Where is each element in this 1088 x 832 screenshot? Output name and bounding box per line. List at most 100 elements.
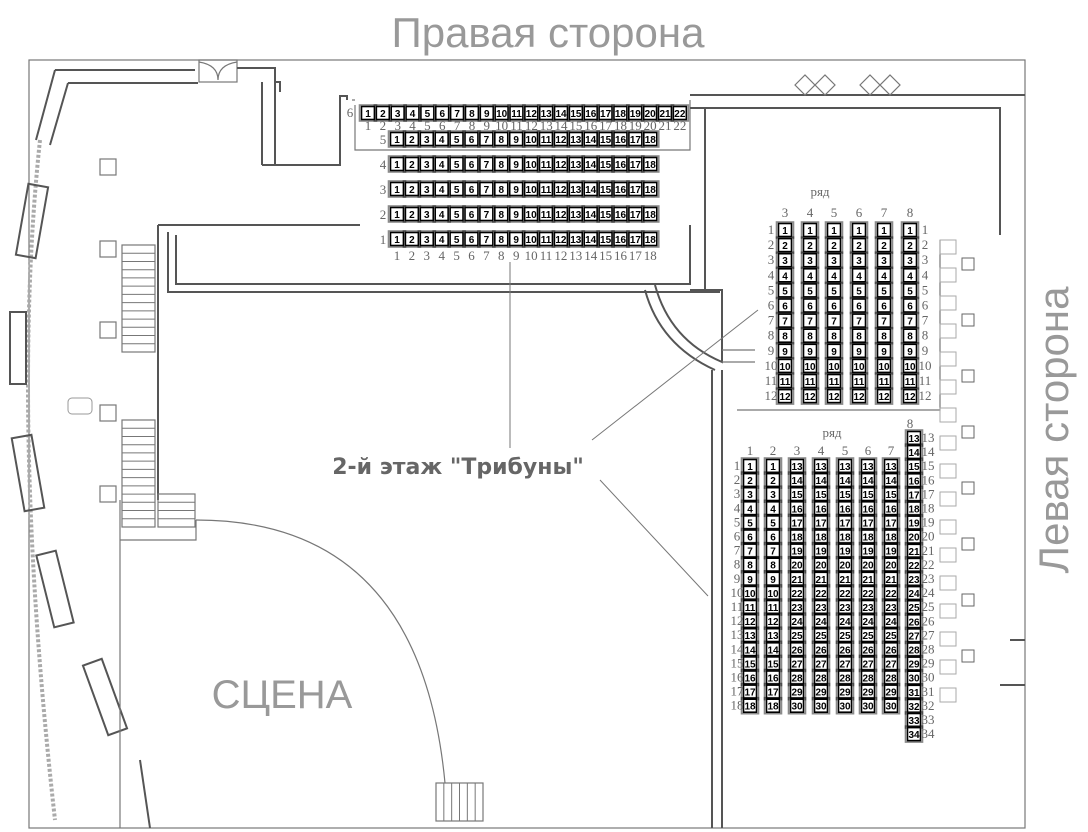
seat[interactable]: 10 (849, 357, 869, 375)
seat[interactable]: 2 (402, 180, 422, 198)
seat[interactable]: 13 (566, 130, 586, 148)
seat[interactable]: 16 (611, 230, 630, 248)
seat[interactable]: 20 (787, 555, 807, 574)
seat[interactable]: 17 (626, 230, 645, 248)
seat[interactable]: 17 (626, 130, 645, 148)
seat[interactable]: 20 (881, 555, 901, 574)
seat[interactable]: 32 (904, 697, 924, 715)
seat[interactable]: 12 (551, 180, 571, 198)
seat[interactable]: 18 (835, 527, 855, 546)
seat[interactable]: 13 (881, 457, 901, 475)
seat[interactable]: 27 (858, 654, 878, 673)
seat[interactable]: 3 (824, 251, 844, 269)
seat[interactable]: 9 (763, 569, 783, 588)
seat[interactable]: 5 (874, 281, 894, 300)
seat[interactable]: 4 (800, 266, 820, 285)
seat[interactable]: 4 (432, 230, 452, 248)
seat[interactable]: 6 (462, 180, 481, 198)
seat[interactable]: 6 (874, 296, 894, 315)
seat[interactable]: 14 (551, 104, 571, 122)
seat[interactable]: 4 (432, 155, 452, 173)
seat[interactable]: 7 (477, 205, 496, 223)
seat[interactable]: 21 (881, 569, 901, 588)
seat[interactable]: 1 (775, 221, 795, 239)
seat[interactable]: 17 (811, 513, 831, 532)
seat[interactable]: 15 (763, 654, 783, 673)
seat[interactable]: 2 (402, 130, 422, 148)
seat[interactable]: 6 (763, 527, 783, 546)
seat[interactable]: 26 (811, 640, 831, 659)
seat[interactable]: 9 (775, 341, 795, 360)
seat[interactable]: 16 (763, 668, 783, 687)
seat[interactable]: 5 (740, 513, 760, 532)
seat[interactable]: 14 (581, 205, 601, 223)
seat[interactable]: 9 (849, 341, 869, 360)
seat[interactable]: 13 (536, 104, 556, 122)
seat[interactable]: 3 (900, 251, 920, 269)
seat[interactable]: 11 (536, 205, 556, 223)
seat[interactable]: 6 (462, 205, 481, 223)
seat[interactable]: 9 (824, 341, 844, 360)
seat[interactable]: 11 (824, 372, 844, 390)
seat[interactable]: 30 (881, 696, 901, 715)
seat[interactable]: 8 (740, 555, 760, 574)
seat[interactable]: 18 (763, 696, 783, 715)
seat[interactable]: 14 (763, 640, 783, 659)
seat[interactable]: 6 (824, 296, 844, 315)
seat[interactable]: 2 (402, 230, 422, 248)
seat[interactable]: 30 (904, 668, 924, 687)
seat[interactable]: 27 (811, 654, 831, 673)
seat[interactable]: 5 (849, 281, 869, 300)
seat[interactable]: 11 (507, 104, 526, 122)
seat[interactable]: 16 (811, 499, 831, 518)
seat[interactable]: 24 (787, 612, 807, 630)
seat[interactable]: 12 (775, 387, 795, 405)
seat[interactable]: 1 (387, 155, 407, 173)
seat[interactable]: 23 (835, 598, 855, 616)
seat[interactable]: 17 (740, 682, 760, 701)
seat[interactable]: 7 (824, 311, 844, 330)
seat[interactable]: 29 (787, 682, 807, 701)
seat[interactable]: 27 (904, 626, 924, 645)
seat[interactable]: 29 (835, 682, 855, 701)
seat[interactable]: 28 (858, 668, 878, 687)
seat[interactable]: 3 (775, 251, 795, 269)
seat[interactable]: 24 (904, 584, 924, 602)
seat[interactable]: 1 (358, 104, 378, 122)
seat[interactable]: 14 (881, 471, 901, 489)
seat[interactable]: 29 (904, 654, 924, 673)
seat[interactable]: 6 (900, 296, 920, 315)
seat[interactable]: 2 (849, 236, 869, 254)
seat[interactable]: 9 (740, 569, 760, 588)
seat[interactable]: 5 (775, 281, 795, 300)
seat[interactable]: 28 (787, 668, 807, 687)
seat[interactable]: 3 (874, 251, 894, 269)
seat[interactable]: 12 (874, 387, 894, 405)
seat[interactable]: 18 (640, 155, 660, 173)
seat[interactable]: 8 (900, 326, 920, 345)
seat[interactable]: 9 (506, 230, 526, 248)
seat[interactable]: 13 (763, 626, 783, 645)
seat[interactable]: 15 (596, 230, 615, 248)
seat[interactable]: 4 (900, 266, 920, 285)
seat[interactable]: 1 (849, 221, 869, 239)
seat[interactable]: 3 (417, 205, 437, 223)
seat[interactable]: 4 (432, 130, 452, 148)
seat[interactable]: 24 (881, 612, 901, 630)
seat[interactable]: 10 (900, 357, 920, 375)
seat[interactable]: 28 (904, 640, 924, 659)
seat[interactable]: 9 (800, 341, 820, 360)
seat[interactable]: 12 (740, 612, 760, 630)
seat[interactable]: 12 (824, 387, 844, 405)
seat[interactable]: 21 (858, 569, 878, 588)
seat[interactable]: 14 (581, 230, 601, 248)
seat[interactable]: 8 (775, 326, 795, 345)
seat[interactable]: 17 (763, 682, 783, 701)
seat[interactable]: 11 (536, 130, 556, 148)
seat[interactable]: 34 (904, 725, 924, 743)
seat[interactable]: 10 (874, 357, 894, 375)
seat[interactable]: 22 (904, 556, 924, 574)
seat[interactable]: 7 (477, 130, 496, 148)
seat[interactable]: 1 (800, 221, 820, 239)
seat[interactable]: 10 (492, 104, 511, 122)
